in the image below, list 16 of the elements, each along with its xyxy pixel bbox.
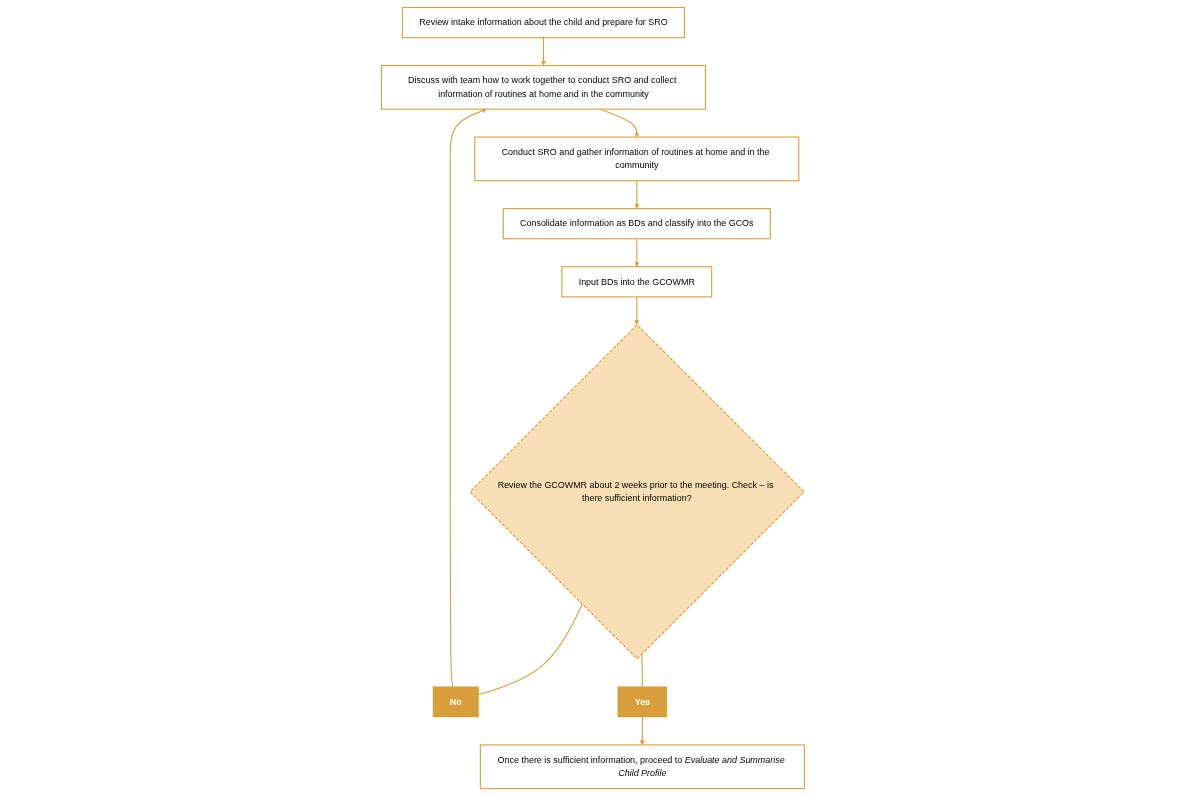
- arrow: [634, 238, 640, 267]
- arrow: [640, 716, 645, 746]
- arrow: [634, 296, 640, 326]
- node-box: Consolidate information as BDs and classify into the GCOs: [502, 208, 771, 240]
- node-box: Input BDs into the GCOWMR: [561, 266, 713, 298]
- node-box: Discuss with team how to work together to conduct SRO and collect information of routines at home and in the community: [380, 65, 707, 110]
- arrow: [541, 37, 546, 66]
- node-box: Review intake information about the child and prepare for SRO: [402, 6, 686, 39]
- connector: [478, 603, 583, 696]
- node-box: Once there is sufficient information, proceed to Evaluate and Summarise Child Profile: [479, 744, 805, 790]
- node-box: Yes: [617, 686, 668, 718]
- node-box: No: [432, 686, 479, 718]
- arrow: [634, 180, 640, 209]
- node-box: Conduct SRO and gather information of routines at home and in the community: [474, 136, 800, 182]
- arrow: [449, 108, 487, 688]
- node-diamond: Review the GCOWMR about 2 weeks prior to the meeting. Check – is there sufficient information?: [469, 324, 805, 660]
